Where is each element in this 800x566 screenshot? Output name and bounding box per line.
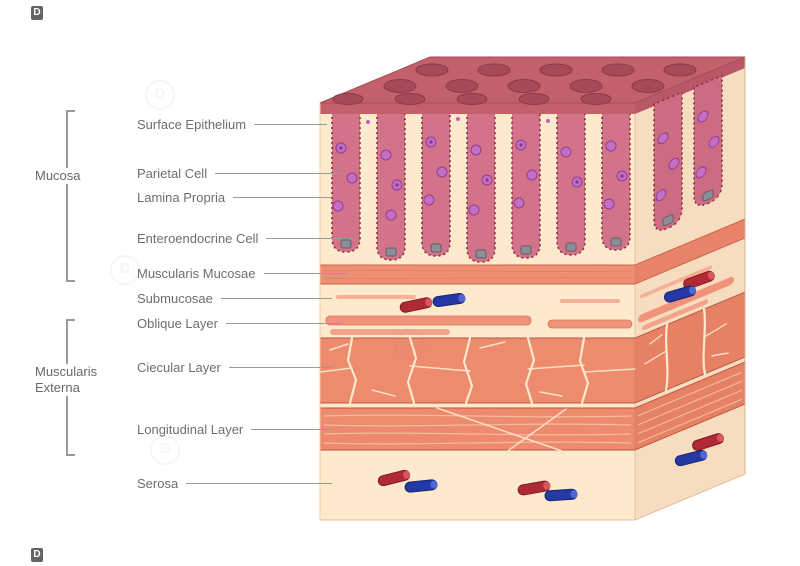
parietal-cell-nuclei <box>339 140 624 187</box>
watermark-logo-icon: D <box>31 548 43 562</box>
watermark-logo-icon: D <box>600 210 630 240</box>
watermark-logo-icon: D <box>110 255 140 285</box>
watermark-logo-icon: D <box>150 435 180 465</box>
leader-line <box>254 123 327 125</box>
label-oblique-layer: Oblique Layer <box>137 315 342 331</box>
mucosa-bracket-line <box>66 110 68 282</box>
group-label-mucosa: Mucosa <box>35 168 99 184</box>
leader-line <box>220 297 332 299</box>
leader-line <box>233 196 331 198</box>
front-face <box>319 103 636 520</box>
top-face <box>319 56 746 105</box>
leader-line <box>215 172 343 174</box>
label-text: Surface Epithelium <box>137 116 247 132</box>
surface-epithelium-band <box>320 103 635 114</box>
parietal-cells <box>332 136 628 221</box>
label-ciecular-layer: Ciecular Layer <box>137 359 332 375</box>
watermark-logo-icon: D <box>145 80 175 110</box>
label-text: Enteroendocrine Cell <box>137 230 259 246</box>
label-submucosae: Submucosae <box>137 290 332 306</box>
leader-line <box>225 322 342 324</box>
leader-line <box>228 366 332 368</box>
circular-layer <box>319 336 636 405</box>
leader-line <box>186 482 332 484</box>
leader-line <box>251 428 332 430</box>
label-text: Longitudinal Layer <box>137 421 244 437</box>
oblique-layer <box>325 315 633 335</box>
mucosa-bracket-tick-bottom <box>66 280 75 282</box>
watermark-logo-icon: D <box>31 6 43 20</box>
group-label-muscularis-externa: Muscularis Externa <box>35 364 113 396</box>
label-text: Lamina Propria <box>137 189 226 205</box>
muscularis-mucosae-layer <box>320 264 635 285</box>
label-enteroendocrine-cell: Enteroendocrine Cell <box>137 230 355 246</box>
label-longitudinal-layer: Longitudinal Layer <box>137 421 332 437</box>
gastric-pit-openings <box>332 63 697 105</box>
label-text: Muscularis Mucosae <box>137 265 256 281</box>
label-text: Oblique Layer <box>137 315 218 331</box>
label-text: Ciecular Layer <box>137 359 221 375</box>
label-text: Submucosae <box>137 290 213 306</box>
watermark-logo-icon: D <box>395 330 425 360</box>
label-surface-epithelium: Surface Epithelium <box>137 116 327 132</box>
label-lamina-propria: Lamina Propria <box>137 189 331 205</box>
muscularis-externa-bracket-tick-top <box>66 319 75 321</box>
muscularis-externa-bracket-tick-bottom <box>66 454 75 456</box>
submucosa-layer <box>336 295 620 303</box>
leader-line <box>263 272 348 274</box>
enteroendocrine-cells <box>340 237 622 259</box>
label-text: Serosa <box>137 475 179 491</box>
longitudinal-layer <box>320 407 635 454</box>
leader-line <box>266 237 355 239</box>
mucosa-bracket-tick-top <box>66 110 75 112</box>
small-cell-dots <box>366 117 550 124</box>
label-text: Parietal Cell <box>137 165 208 181</box>
label-muscularis-mucosae: Muscularis Mucosae <box>137 265 348 281</box>
label-serosa: Serosa <box>137 475 332 491</box>
label-parietal-cell: Parietal Cell <box>137 165 343 181</box>
